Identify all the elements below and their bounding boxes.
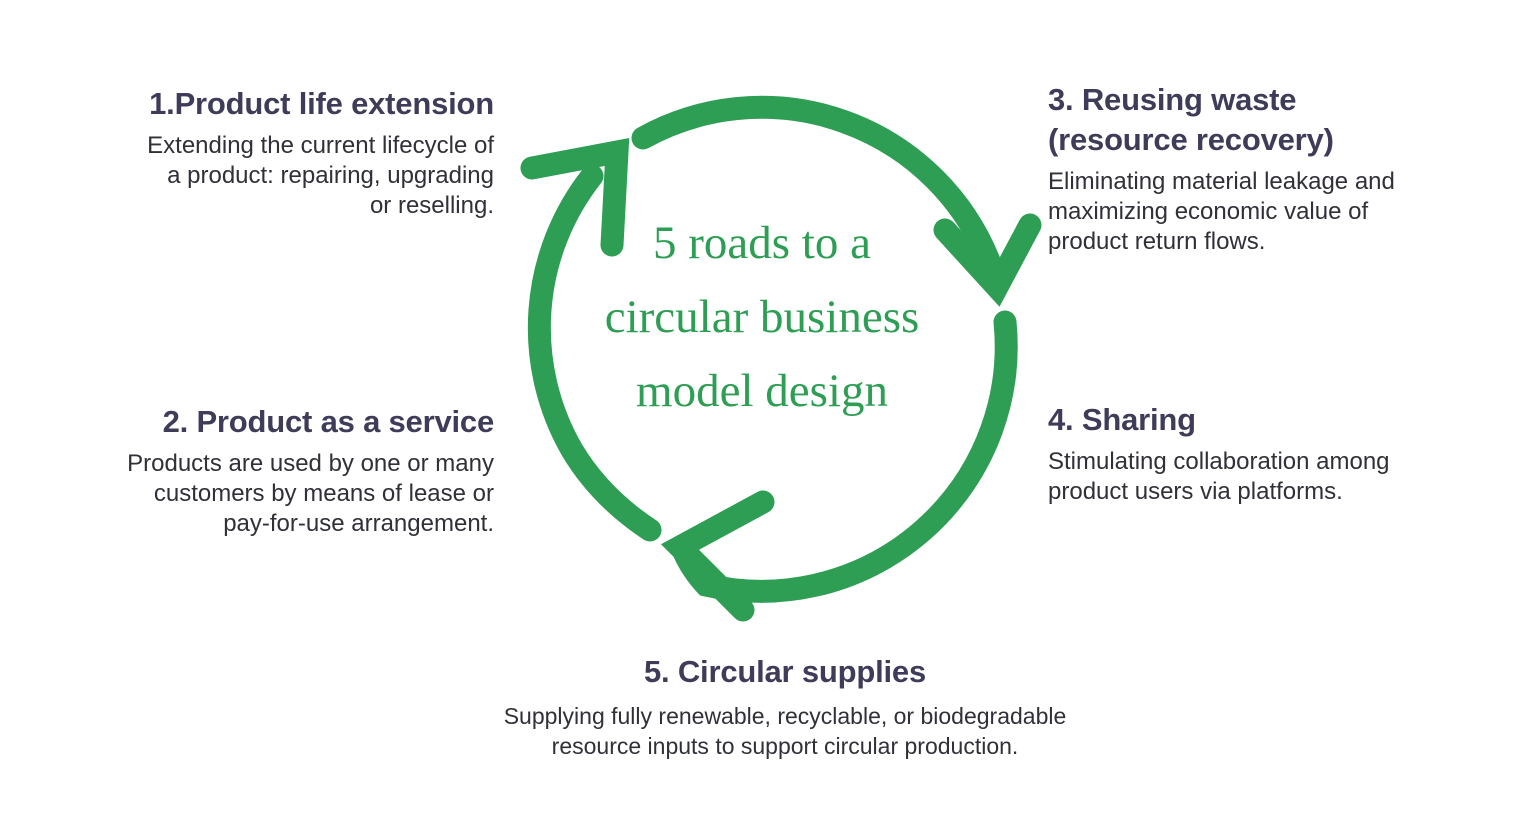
item-1-description: Extending the current lifecycle of a pro…: [147, 131, 494, 221]
item-1-desc-line: or reselling.: [369, 192, 494, 219]
item-5-heading: 5. Circular supplies: [504, 652, 1067, 692]
item-2-desc-line: pay-for-use arrangement.: [223, 510, 494, 537]
item-1-desc-line: a product: repairing, upgrading: [167, 162, 494, 189]
item-3-heading-line: (resource recovery): [1048, 122, 1334, 157]
item-5-desc-line: resource inputs to support circular prod…: [551, 733, 1019, 759]
arrowhead-top-icon: [520, 137, 630, 257]
arrowhead-right-icon: [933, 213, 1042, 307]
cycle-arc-left: [527, 164, 662, 542]
item-5-heading-line: 5. Circular supplies: [643, 654, 926, 689]
item-sharing: 4. Sharing Stimulating collaboration amo…: [1048, 400, 1390, 507]
item-3-desc-line: maximizing economic value of: [1048, 198, 1369, 225]
item-3-desc-line: product return flows.: [1048, 228, 1266, 255]
center-title: 5 roads to a circular business model des…: [605, 206, 920, 428]
center-title-line-2: circular business: [604, 291, 920, 343]
center-title-line-1: 5 roads to a: [653, 217, 871, 269]
item-3-description: Eliminating material leakage and maximiz…: [1048, 167, 1395, 257]
item-2-heading-line: 2. Product as a service: [162, 404, 495, 439]
item-4-desc-line: product users via platforms.: [1048, 478, 1343, 505]
item-2-desc-line: Products are used by one or many: [127, 450, 494, 477]
item-product-life-extension: 1.Product life extension Extending the c…: [147, 84, 494, 221]
item-product-as-a-service: 2. Product as a service Products are use…: [127, 402, 494, 539]
item-4-desc-line: Stimulating collaboration among: [1048, 448, 1390, 475]
arrowhead-bottom-icon: [660, 490, 775, 622]
item-1-desc-line: Extending the current lifecycle of: [147, 132, 494, 159]
item-2-desc-line: customers by means of lease or: [153, 480, 494, 507]
item-3-desc-line: Eliminating material leakage and: [1048, 168, 1395, 195]
item-1-heading: 1.Product life extension: [147, 84, 494, 124]
item-2-heading: 2. Product as a service: [127, 402, 495, 442]
item-3-heading-line: 3. Reusing waste: [1048, 82, 1297, 117]
item-5-desc-line: Supplying fully renewable, recyclable, o…: [503, 703, 1067, 729]
item-4-heading: 4. Sharing: [1048, 400, 1390, 440]
item-2-description: Products are used by one or many custome…: [127, 449, 494, 539]
cycle-arc-top: [631, 95, 1001, 273]
item-4-heading-line: 4. Sharing: [1048, 402, 1196, 437]
item-1-heading-line: 1.Product life extension: [149, 86, 494, 121]
item-4-description: Stimulating collaboration among product …: [1048, 447, 1390, 507]
item-reusing-waste: 3. Reusing waste (resource recovery) Eli…: [1048, 80, 1395, 257]
item-3-heading: 3. Reusing waste (resource recovery): [1048, 80, 1395, 160]
item-5-description: Supplying fully renewable, recyclable, o…: [504, 701, 1067, 761]
center-title-line-3: model design: [636, 365, 888, 417]
item-circular-supplies: 5. Circular supplies Supplying fully ren…: [504, 652, 1067, 761]
